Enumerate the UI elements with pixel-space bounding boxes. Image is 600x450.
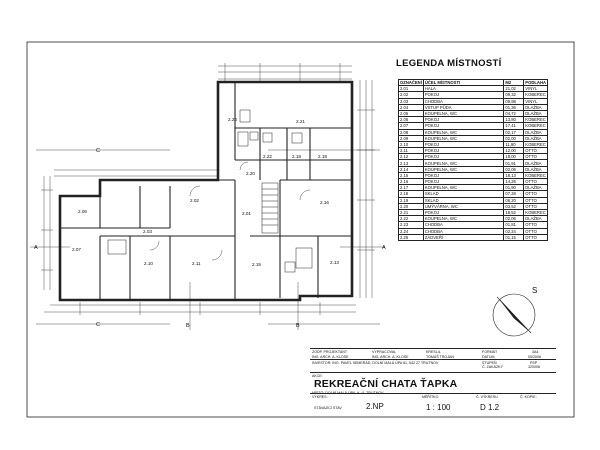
north-arrow-icon [492, 293, 536, 337]
room-label: 2.18 [318, 154, 327, 159]
label-format: FORMÁT [482, 350, 498, 354]
value-format: 3A4 [532, 350, 539, 354]
name-zodp-projektant: ING. ARCH. A. KLOSE [312, 355, 349, 359]
room-floor: KOBEREC [523, 140, 548, 149]
drawing-subtitle: STÁVAJÍCÍ STAV [314, 406, 342, 410]
room-floor: OTTO [523, 233, 548, 241]
door-swings [149, 161, 311, 261]
label-vypracoval: VYPRACOVAL [372, 350, 397, 354]
room-floor: KOBEREC [523, 122, 548, 130]
room-label: 2.22 [263, 154, 272, 159]
room-label: 2.21 [296, 119, 305, 124]
label-vykres: VÝKRES: [312, 395, 328, 399]
room-label: 2.06 [78, 209, 87, 214]
dimension-ticks [41, 63, 375, 315]
room-purpose: ZÁDVEŘÍ [422, 233, 505, 241]
title-block-row: INVESTOR: ING. PAVEL SEMERÁD, DOLNÍ MALÁ… [310, 359, 556, 369]
sheet-border [26, 41, 575, 418]
label-meritko: MĚŘÍTKO [422, 395, 439, 399]
staircase [261, 182, 279, 234]
room-floor: KOBEREC [523, 171, 548, 180]
legend-header: OZNAČENÍ [398, 78, 424, 87]
room-label: 2.15 [252, 262, 261, 267]
label-stupen: STUPEŇ [482, 361, 497, 365]
room-label: 2.02 [190, 198, 199, 203]
investor: INVESTOR: ING. PAVEL SEMERÁD, DOLNÍ MALÁ… [312, 361, 439, 365]
north-label: S [532, 286, 537, 295]
room-number: 2.25 [398, 233, 424, 241]
drawing-name: 2.NP [366, 402, 384, 411]
outer-wall [58, 80, 354, 302]
label-kopie: Č. KOPIE: [520, 395, 537, 399]
section-mark-c-top: C [96, 148, 100, 154]
scale: 1 : 100 [426, 403, 451, 412]
value-zakazka: 320006 [528, 365, 540, 369]
section-mark-a-left: A [34, 245, 38, 251]
name-kreslil: TOMÁŠ TROJAN [426, 355, 455, 359]
room-label: 2.01 [242, 211, 251, 216]
room-label: 2.10 [144, 261, 153, 266]
legend-header: PODLAHA [523, 78, 548, 87]
room-label: 2.07 [72, 247, 81, 252]
label-kreslil: KRESLIL [426, 350, 441, 354]
label-datum: DATUM [482, 355, 495, 359]
label-akce: AKCE: [312, 374, 323, 378]
project-title: REKREAČNÍ CHATA ŤAPKA [314, 378, 458, 390]
drawing-number: D 1.2 [480, 403, 500, 412]
room-area: 01,15 [503, 233, 525, 241]
value-stupen: PSP [530, 361, 538, 365]
label-cislo-vykresu: Č. VÝKRESU [476, 395, 498, 399]
legend-title: LEGENDA MÍSTNOSTÍ [396, 58, 502, 69]
room-labels: 2.21 2.24 2.22 2.19 2.18 2.20 2.06 2.02 … [72, 117, 339, 267]
room-floor: KOBEREC [523, 116, 548, 124]
room-label: 2.13 [330, 260, 339, 265]
room-label: 2.03 [143, 229, 152, 234]
room-label: 2.20 [246, 171, 255, 176]
room-floor: KOBEREC [523, 91, 548, 99]
title-block-row: AKCE: REKREAČNÍ CHATA ŤAPKA MÍSTO: DOLNÍ… [310, 372, 556, 395]
inner-walls [60, 82, 352, 300]
section-mark-c-bottom: C [96, 322, 100, 328]
room-label: 2.24 [228, 117, 237, 122]
name-vypracoval: ING. ARCH. A. KLOSE [372, 355, 409, 359]
room-label: 2.16 [320, 200, 329, 205]
section-marks: A A B B C C [34, 148, 386, 329]
room-legend: LEGENDA MÍSTNOSTÍ OZNAČENÍ ÚČEL MÍSTNOST… [396, 58, 548, 241]
room-floor: KOBEREC [523, 208, 548, 217]
dimension-lines [30, 65, 385, 330]
label-zakazka: Č. ZAKÁZKY [482, 365, 503, 369]
sanitary-fixtures [107, 109, 313, 273]
section-mark-b-bottom: B [186, 323, 190, 329]
value-datum: 05/2006 [528, 355, 541, 359]
label-zodp-projektant: ZODP. PROJEKTANT [312, 350, 348, 354]
title-block: ZODP. PROJEKTANT VYPRACOVAL KRESLIL FORM… [310, 348, 556, 414]
title-block-row: VÝKRES: STÁVAJÍCÍ STAV 2.NP MĚŘÍTKO 1 : … [310, 393, 556, 415]
room-label: 2.19 [292, 154, 301, 159]
title-block-row: ZODP. PROJEKTANT VYPRACOVAL KRESLIL FORM… [310, 348, 556, 359]
room-label: 2.11 [192, 261, 201, 266]
section-mark-a-right: A [382, 245, 386, 251]
floor-plan [30, 63, 385, 330]
section-mark-b-bottom-right: B [296, 323, 300, 329]
